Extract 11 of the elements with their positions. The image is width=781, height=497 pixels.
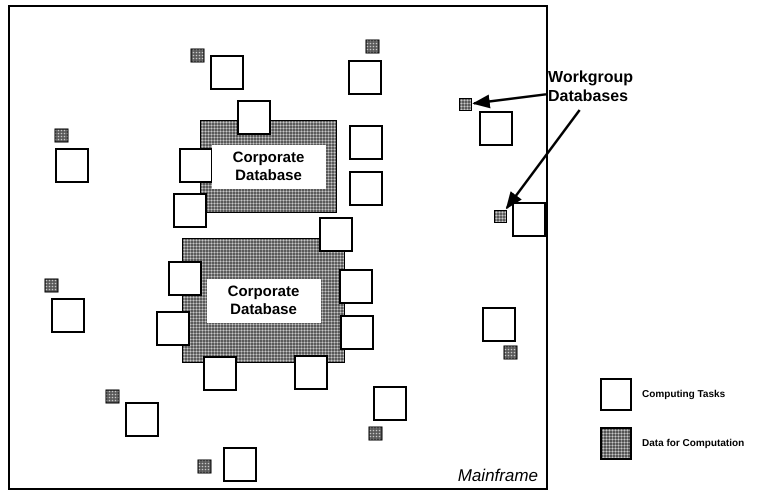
data-square (459, 98, 472, 111)
database-label: Corporate Database (226, 282, 300, 318)
database-label: Corporate Database (232, 148, 306, 184)
database-block (200, 120, 337, 213)
legend-label: Data for Computation (642, 437, 744, 451)
arrow (472, 93, 546, 108)
data-square (494, 210, 507, 223)
frame-title: Mainframe (458, 467, 538, 484)
callout-text: Workgroup Databases (548, 68, 644, 108)
arrow (506, 109, 581, 210)
legend-label: Computing Tasks (642, 388, 726, 402)
